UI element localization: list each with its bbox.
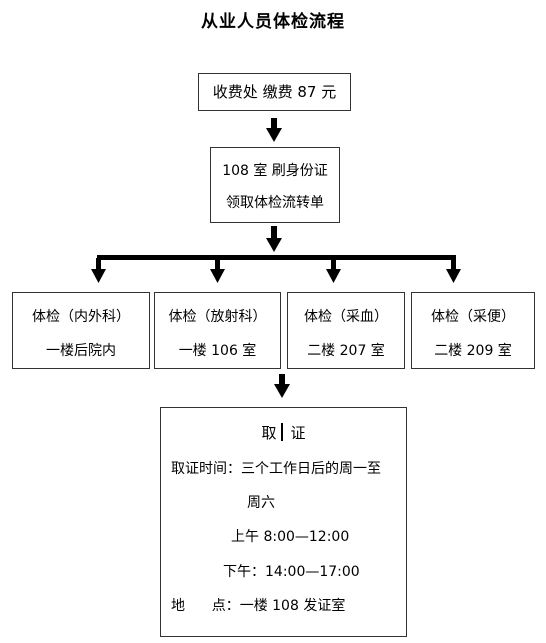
exam-title: 体检（采血）: [304, 309, 388, 325]
branch-arrow-1: [91, 269, 106, 283]
branch-arrow-4: [446, 269, 461, 283]
exam-location: 二楼 207 室: [307, 343, 385, 359]
exam-box-blood: 体检（采血） 二楼 207 室: [287, 292, 405, 369]
pickup-location-label: 地 点：: [171, 598, 240, 614]
certificate-pickup-box: 取证 取证时间：三个工作日后的周一至 周六 上午 8:00—12:00 下午：1…: [160, 407, 407, 637]
registration-line-2: 领取体检流转单: [226, 195, 324, 211]
exam-title: 体检（放射科）: [168, 309, 267, 325]
branch-line: [97, 255, 456, 260]
pickup-time-line-1: 取证时间：三个工作日后的周一至: [171, 461, 381, 477]
registration-box: 108 室 刷身份证 领取体检流转单: [210, 147, 340, 223]
exam-location: 二楼 209 室: [434, 343, 512, 359]
exam-box-internal-surgical: 体检（内外科） 一楼后院内: [12, 292, 150, 369]
arrow-head-3: [274, 384, 290, 398]
pickup-title-a: 取: [261, 424, 277, 442]
arrow-head-2: [266, 238, 282, 252]
exam-box-stool: 体检（采便） 二楼 209 室: [411, 292, 535, 369]
branch-arrow-3: [326, 269, 341, 283]
exam-title: 体检（采便）: [431, 309, 515, 325]
arrow-head-1: [266, 128, 282, 142]
branch-arrow-2: [210, 269, 225, 283]
pickup-afternoon-hours: 下午：14:00—17:00: [223, 564, 360, 580]
arrow-shaft-3: [279, 374, 285, 386]
exam-location: 一楼 106 室: [178, 343, 257, 359]
exam-location: 一楼后院内: [46, 343, 116, 359]
payment-box: 收费处 缴费 87 元: [198, 73, 351, 111]
pickup-title-divider: [280, 423, 283, 441]
page-title: 从业人员体检流程: [201, 12, 345, 32]
exam-box-radiology: 体检（放射科） 一楼 106 室: [154, 292, 281, 369]
pickup-title-b: 证: [290, 424, 306, 442]
pickup-location-value: 一楼 108 发证室: [239, 598, 346, 614]
payment-text: 收费处 缴费 87 元: [212, 83, 337, 101]
arrow-shaft-1: [271, 118, 277, 130]
registration-line-1: 108 室 刷身份证: [222, 163, 328, 179]
exam-title: 体检（内外科）: [32, 309, 130, 325]
arrow-shaft-2: [271, 226, 277, 240]
pickup-morning-hours: 上午 8:00—12:00: [231, 529, 350, 545]
pickup-time-line-2: 周六: [247, 495, 275, 511]
